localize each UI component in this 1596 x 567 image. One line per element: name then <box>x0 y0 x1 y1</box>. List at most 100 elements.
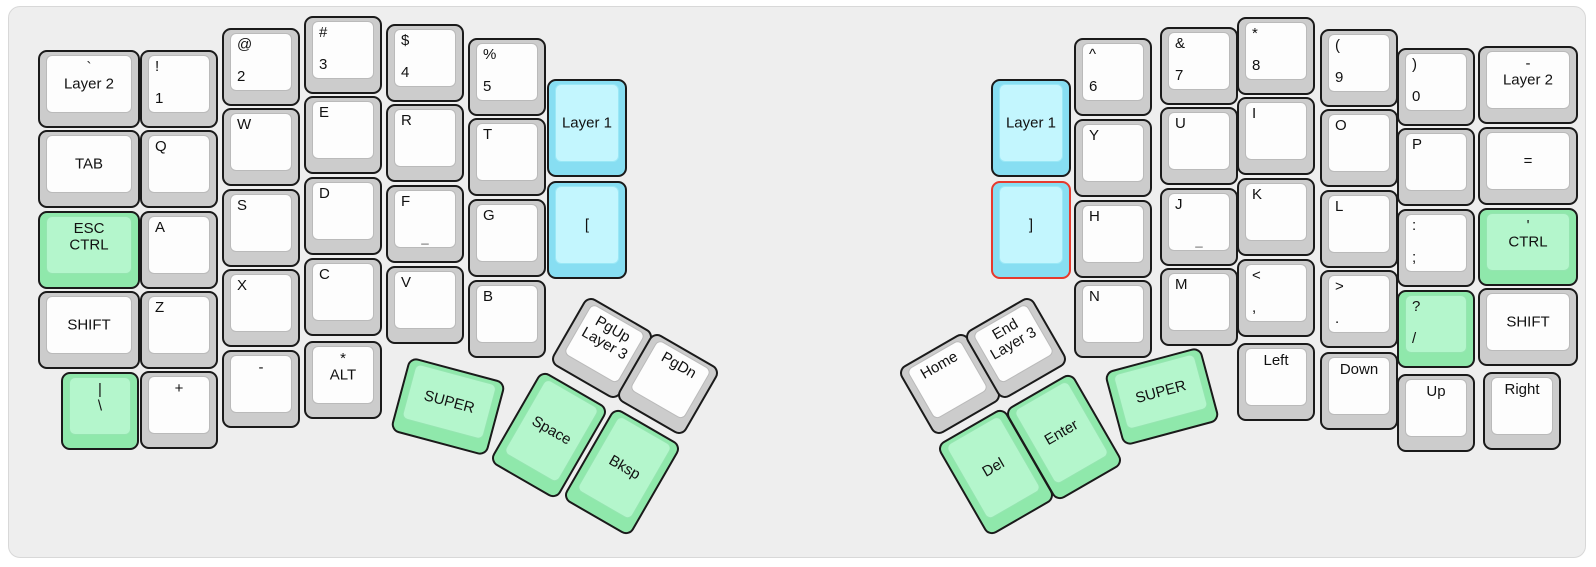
key-0[interactable]: )0 <box>1397 48 1475 126</box>
key-left-bracket[interactable]: [ <box>547 181 627 279</box>
key-b[interactable]: B <box>468 280 546 358</box>
key-label-tl: F <box>401 193 411 210</box>
key-m[interactable]: M <box>1160 268 1238 346</box>
key-2[interactable]: @2 <box>222 28 300 106</box>
key-g[interactable]: G <box>468 199 546 277</box>
keycap-face: W <box>230 113 292 171</box>
key-7[interactable]: &7 <box>1160 27 1238 105</box>
keycap-face: T <box>476 123 538 181</box>
key-label-tl: N <box>1089 288 1100 305</box>
key-down-arrow[interactable]: Down <box>1320 352 1398 430</box>
keycap-face: Up <box>1405 379 1467 437</box>
key-h[interactable]: H <box>1074 200 1152 278</box>
key-label-tl: M <box>1175 276 1188 293</box>
key-period[interactable]: >. <box>1320 270 1398 348</box>
key-j[interactable]: J_ <box>1160 188 1238 266</box>
key-label-tl: I <box>1252 105 1257 122</box>
key-label-tl: J <box>1175 196 1183 213</box>
key-pipe-backslash[interactable]: |\ <box>61 372 139 450</box>
key-4[interactable]: $4 <box>386 24 464 102</box>
key-t[interactable]: T <box>468 118 546 196</box>
key-label-tl: A <box>155 219 166 236</box>
key-5[interactable]: %5 <box>468 38 546 116</box>
key-right-bracket[interactable]: ] <box>991 181 1071 279</box>
key-s[interactable]: S <box>222 189 300 267</box>
key-label-cc: Enter <box>1041 416 1082 449</box>
key-v[interactable]: V <box>386 266 464 344</box>
key-a[interactable]: A <box>140 211 218 289</box>
key-plus[interactable]: + <box>140 371 218 449</box>
key-label-bl: ; <box>1412 248 1417 266</box>
keycap-face: U <box>1168 112 1230 170</box>
key-label-cc: Layer 2 <box>63 75 115 93</box>
key-3[interactable]: #3 <box>304 16 382 94</box>
key-9[interactable]: (9 <box>1320 29 1398 107</box>
keycap-face: C <box>312 263 374 321</box>
key-quote-ctrl[interactable]: 'CTRL <box>1478 208 1578 286</box>
keycap-face: )0 <box>1405 53 1467 111</box>
key-y[interactable]: Y <box>1074 119 1152 197</box>
key-colon-semicolon[interactable]: :; <box>1397 209 1475 287</box>
key-equals[interactable]: = <box>1478 127 1578 205</box>
keycap-face: J_ <box>1168 193 1230 251</box>
key-k[interactable]: K <box>1237 178 1315 256</box>
key-8[interactable]: *8 <box>1237 17 1315 95</box>
key-p[interactable]: P <box>1397 128 1475 206</box>
key-asterisk-alt[interactable]: *ALT <box>304 341 382 419</box>
key-1[interactable]: !1 <box>140 50 218 128</box>
key-u[interactable]: U <box>1160 107 1238 185</box>
key-r[interactable]: R <box>386 104 464 182</box>
key-6[interactable]: ^6 <box>1074 38 1152 116</box>
key-label-tc: - <box>1525 55 1531 72</box>
key-minus-layer2[interactable]: -Layer 2 <box>1478 46 1578 124</box>
key-tab[interactable]: TAB <box>38 130 140 208</box>
keycap-face: SHIFT <box>1486 293 1570 351</box>
key-layer1-right[interactable]: Layer 1 <box>991 79 1071 177</box>
key-label-cc: SHIFT <box>1506 313 1550 331</box>
key-label-cc: SHIFT <box>67 316 111 334</box>
key-question-slash[interactable]: ?/ <box>1397 290 1475 368</box>
keycap-face: Layer 1 <box>999 84 1063 162</box>
key-label-bl: 1 <box>155 89 164 107</box>
keycap-face: `Layer 2 <box>46 55 132 113</box>
key-w[interactable]: W <box>222 108 300 186</box>
key-label-cc: SUPER <box>1133 376 1188 407</box>
key-n[interactable]: N <box>1074 280 1152 358</box>
key-grave-layer2[interactable]: `Layer 2 <box>38 50 140 128</box>
key-o[interactable]: O <box>1320 109 1398 187</box>
key-c[interactable]: C <box>304 258 382 336</box>
key-label-bl: 8 <box>1252 56 1261 74</box>
keycap-face: V <box>394 271 456 329</box>
key-e[interactable]: E <box>304 96 382 174</box>
key-d[interactable]: D <box>304 177 382 255</box>
key-label-tl: T <box>483 126 493 143</box>
key-l[interactable]: L <box>1320 190 1398 268</box>
key-layer1-left[interactable]: Layer 1 <box>547 79 627 177</box>
key-label-tl: ) <box>1412 56 1417 73</box>
key-comma[interactable]: <, <box>1237 259 1315 337</box>
keycap-face: -Layer 2 <box>1486 51 1570 109</box>
keycap-face: 'CTRL <box>1486 213 1570 271</box>
keycap-face: K <box>1245 183 1307 241</box>
key-q[interactable]: Q <box>140 130 218 208</box>
key-right-arrow[interactable]: Right <box>1483 372 1561 450</box>
key-x[interactable]: X <box>222 269 300 347</box>
key-label-tl: ! <box>155 58 160 75</box>
key-label-cc: Bksp <box>605 451 644 484</box>
key-label-tl: Y <box>1089 127 1100 144</box>
key-i[interactable]: I <box>1237 97 1315 175</box>
key-z[interactable]: Z <box>140 291 218 369</box>
key-label-tc: ` <box>86 59 92 76</box>
keycap-face: |\ <box>69 377 131 435</box>
key-f[interactable]: F_ <box>386 185 464 263</box>
key-label-cc: \ <box>97 397 103 415</box>
key-shift-left[interactable]: SHIFT <box>38 291 140 369</box>
key-up-arrow[interactable]: Up <box>1397 374 1475 452</box>
key-left-arrow[interactable]: Left <box>1237 343 1315 421</box>
key-label-tc: Right <box>1504 381 1540 398</box>
key-label-tl: R <box>401 112 412 129</box>
key-label-tl: P <box>1412 136 1423 153</box>
key-shift-right[interactable]: SHIFT <box>1478 288 1578 366</box>
key-minus-left[interactable]: - <box>222 350 300 428</box>
